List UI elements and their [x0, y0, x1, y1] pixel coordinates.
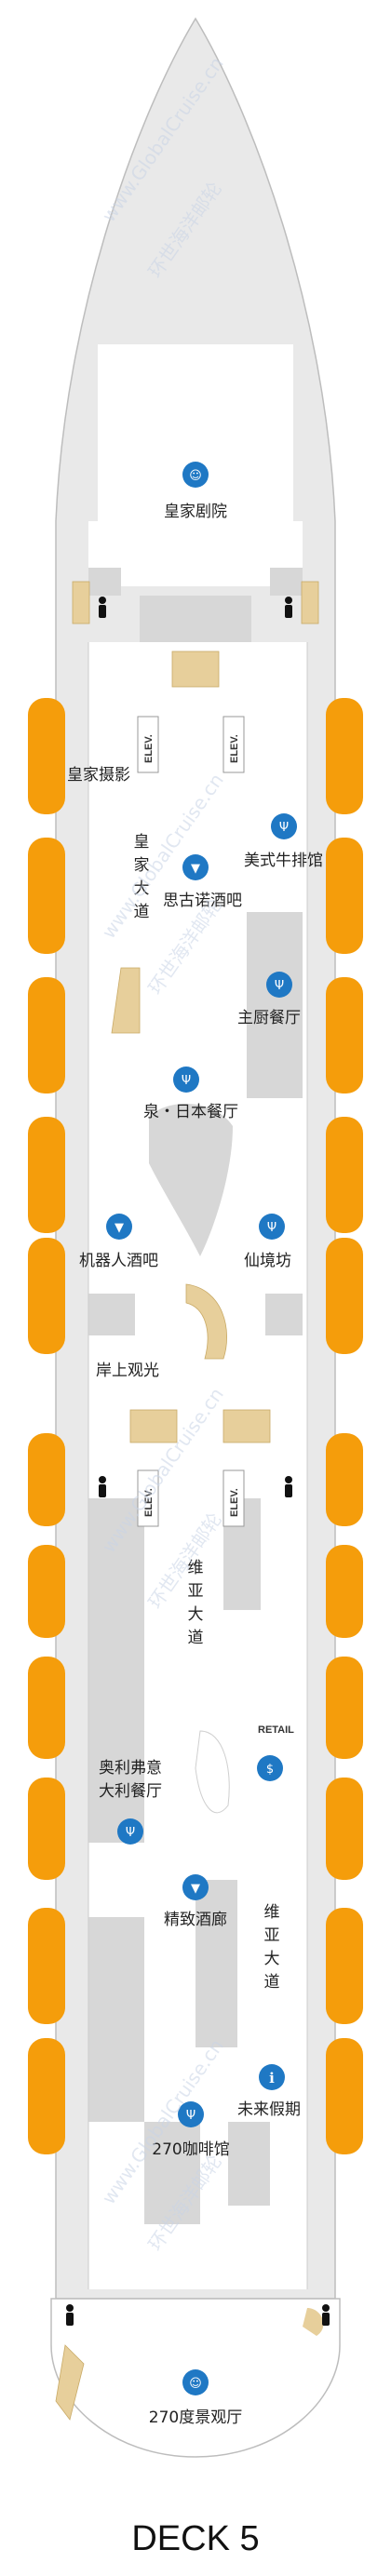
service-block — [228, 2122, 270, 2206]
staircase — [222, 1409, 271, 1443]
elevator-label: ELEV. — [143, 734, 155, 763]
label-future-cruise: 未来假期 — [237, 2100, 301, 2119]
via-island — [195, 1730, 230, 1814]
svg-text:☺: ☺ — [189, 469, 202, 483]
service-block — [88, 1294, 135, 1335]
theater-masks-icon: ☺ — [182, 2369, 209, 2395]
label-shore-excursions: 岸上观光 — [96, 1362, 159, 1380]
label-bionic-bar: 机器人酒吧 — [79, 1252, 158, 1270]
fork-knife-icon: Ψ — [266, 972, 292, 998]
staircase — [185, 1283, 227, 1360]
fork-knife-icon: Ψ — [173, 1067, 199, 1093]
label-royal-theater: 皇家剧院 — [164, 503, 227, 521]
fork-knife-icon: Ψ — [117, 1818, 143, 1845]
elevator-label: ELEV. — [229, 1488, 240, 1517]
theater-area — [98, 344, 293, 549]
label-vintages: 精致酒廊 — [164, 1911, 227, 1929]
label-royal-promenade-4: 道 — [134, 903, 150, 921]
label-via-promenade-1a: 维 — [188, 1559, 204, 1577]
staircase — [301, 581, 319, 624]
label-jamies-italian-2: 大利餐厅 — [99, 1782, 162, 1801]
staircase — [171, 651, 220, 688]
label-wonderland: 仙境坊 — [244, 1252, 291, 1270]
elevator-label: ELEV. — [229, 734, 240, 763]
label-music-hall-270: 270度景观厅 — [149, 2408, 242, 2427]
fork-knife-icon: Ψ — [271, 813, 297, 839]
label-via-promenade-1b: 亚 — [188, 1582, 204, 1601]
aft-theater-bar — [88, 521, 303, 586]
cocktail-glass-icon: ▼ — [106, 1214, 132, 1240]
service-block — [144, 2122, 200, 2224]
label-chefs-table: 主厨餐厅 — [237, 1009, 301, 1027]
cocktail-glass-icon: ▼ — [182, 854, 209, 880]
promenade-island — [149, 1104, 233, 1256]
label-royal-photo: 皇家摄影 — [67, 766, 130, 785]
svg-text:▼: ▼ — [191, 1882, 200, 1896]
staircase — [72, 581, 90, 624]
label-izumi: 泉・日本餐厅 — [143, 1103, 238, 1121]
service-block — [88, 1498, 144, 1740]
service-block — [270, 568, 303, 596]
shopping-bag-icon: $ — [257, 1755, 283, 1781]
service-block — [247, 912, 303, 1098]
restroom-icon — [99, 597, 106, 618]
service-block — [88, 568, 121, 596]
label-royal-promenade-3: 大 — [134, 879, 150, 898]
restroom-icon — [285, 597, 292, 618]
restroom-icon — [99, 1476, 106, 1497]
label-steakhouse: 美式牛排馆 — [244, 852, 323, 870]
svg-text:☺: ☺ — [189, 2377, 202, 2391]
svg-text:Ψ: Ψ — [186, 2109, 196, 2123]
elevator-bank — [137, 716, 245, 1527]
label-royal-promenade-1: 皇 — [134, 833, 150, 852]
label-via-promenade-1d: 道 — [188, 1629, 204, 1647]
service-block — [265, 1294, 303, 1335]
restroom-icon — [322, 2304, 330, 2326]
staircase — [111, 967, 141, 1034]
stern-ramp — [303, 2308, 324, 2336]
elevator-label: ELEV. — [143, 1488, 155, 1517]
fork-knife-icon: Ψ — [178, 2101, 204, 2127]
svg-text:Ψ: Ψ — [267, 1221, 276, 1235]
cocktail-glass-icon: ▼ — [182, 1874, 209, 1900]
staircase — [129, 1409, 178, 1443]
label-royal-promenade-2: 家 — [134, 856, 150, 875]
svg-text:Ψ: Ψ — [182, 1074, 191, 1088]
lifeboats-starboard — [326, 698, 363, 2154]
theater-masks-icon: ☺ — [182, 462, 209, 488]
svg-text:Ψ: Ψ — [279, 821, 289, 835]
staircase — [55, 2344, 85, 2421]
label-via-promenade-1c: 大 — [188, 1605, 204, 1624]
label-via-promenade-2d: 道 — [264, 1973, 280, 1992]
label-scotch-bar: 思古诺酒吧 — [163, 892, 242, 910]
svg-text:$: $ — [266, 1763, 274, 1777]
svg-text:Ψ: Ψ — [126, 1826, 135, 1840]
svg-text:▼: ▼ — [191, 862, 200, 876]
service-block — [88, 1917, 144, 2122]
service-block — [140, 596, 251, 642]
svg-text:▼: ▼ — [115, 1221, 124, 1235]
lifeboats-port — [28, 698, 65, 2154]
restroom-icon — [285, 1476, 292, 1497]
label-via-promenade-2b: 亚 — [264, 1926, 280, 1945]
label-cafe-270: 270咖啡馆 — [152, 2140, 229, 2159]
label-jamies-italian-1: 奥利弗意 — [99, 1759, 162, 1778]
svg-text:i: i — [269, 2070, 275, 2086]
restroom-icon — [66, 2304, 74, 2326]
service-block — [196, 1880, 237, 2047]
label-retail: RETAIL — [258, 1724, 294, 1736]
fork-knife-icon: Ψ — [259, 1214, 285, 1240]
deck-title: DECK 5 — [131, 2519, 259, 2558]
svg-text:Ψ: Ψ — [275, 979, 284, 993]
label-via-promenade-2a: 维 — [264, 1903, 280, 1922]
info-icon: i — [259, 2064, 285, 2090]
label-via-promenade-2c: 大 — [264, 1950, 280, 1968]
